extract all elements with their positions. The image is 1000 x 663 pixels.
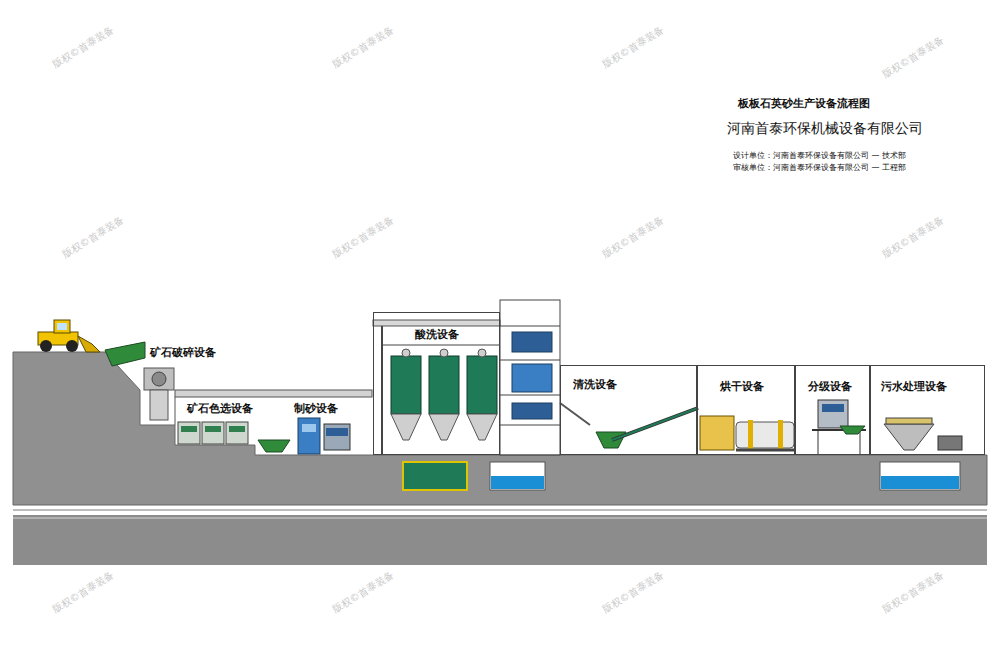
watermark: 版权©首泰装备 <box>880 213 947 262</box>
section-label: 矿石破碎设备 <box>150 345 216 360</box>
workshop-compartment: 分级设备 <box>795 365 870 455</box>
section-heading: 烘干设备 <box>720 379 764 394</box>
workshop-compartment: 污水处理设备 <box>870 365 985 455</box>
workshop-compartment: 烘干设备 <box>697 365 795 455</box>
section-heading: 酸洗设备 <box>415 327 459 342</box>
watermark: 版权©首泰装备 <box>600 568 667 617</box>
watermark: 版权©首泰装备 <box>330 568 397 617</box>
section-heading: 清洗设备 <box>573 377 617 392</box>
company-name: 河南首泰环保机械设备有限公司 <box>727 120 923 138</box>
design-unit: 设计单位：河南首泰环保设备有限公司 — 技术部 <box>733 150 906 161</box>
section-label: 矿石色选设备 <box>187 401 253 416</box>
watermark: 版权©首泰装备 <box>50 568 117 617</box>
watermark: 版权©首泰装备 <box>50 23 117 72</box>
watermark: 版权©首泰装备 <box>880 33 947 82</box>
section-label: 制砂设备 <box>294 401 338 416</box>
watermark: 版权©首泰装备 <box>600 213 667 262</box>
watermark: 版权©首泰装备 <box>330 23 397 72</box>
review-unit: 审核单位：河南首泰环保设备有限公司 — 工程部 <box>733 162 906 173</box>
section-heading: 污水处理设备 <box>881 379 947 394</box>
workshop-compartment: 酸洗设备 <box>373 312 500 455</box>
watermark: 版权©首泰装备 <box>330 213 397 262</box>
section-heading: 分级设备 <box>808 379 852 394</box>
watermark: 版权©首泰装备 <box>600 23 667 72</box>
diagram-title: 板板石英砂生产设备流程图 <box>738 96 870 111</box>
watermark: 版权©首泰装备 <box>60 213 127 262</box>
workshop-compartment: 清洗设备 <box>560 365 697 455</box>
watermark: 版权©首泰装备 <box>880 568 947 617</box>
